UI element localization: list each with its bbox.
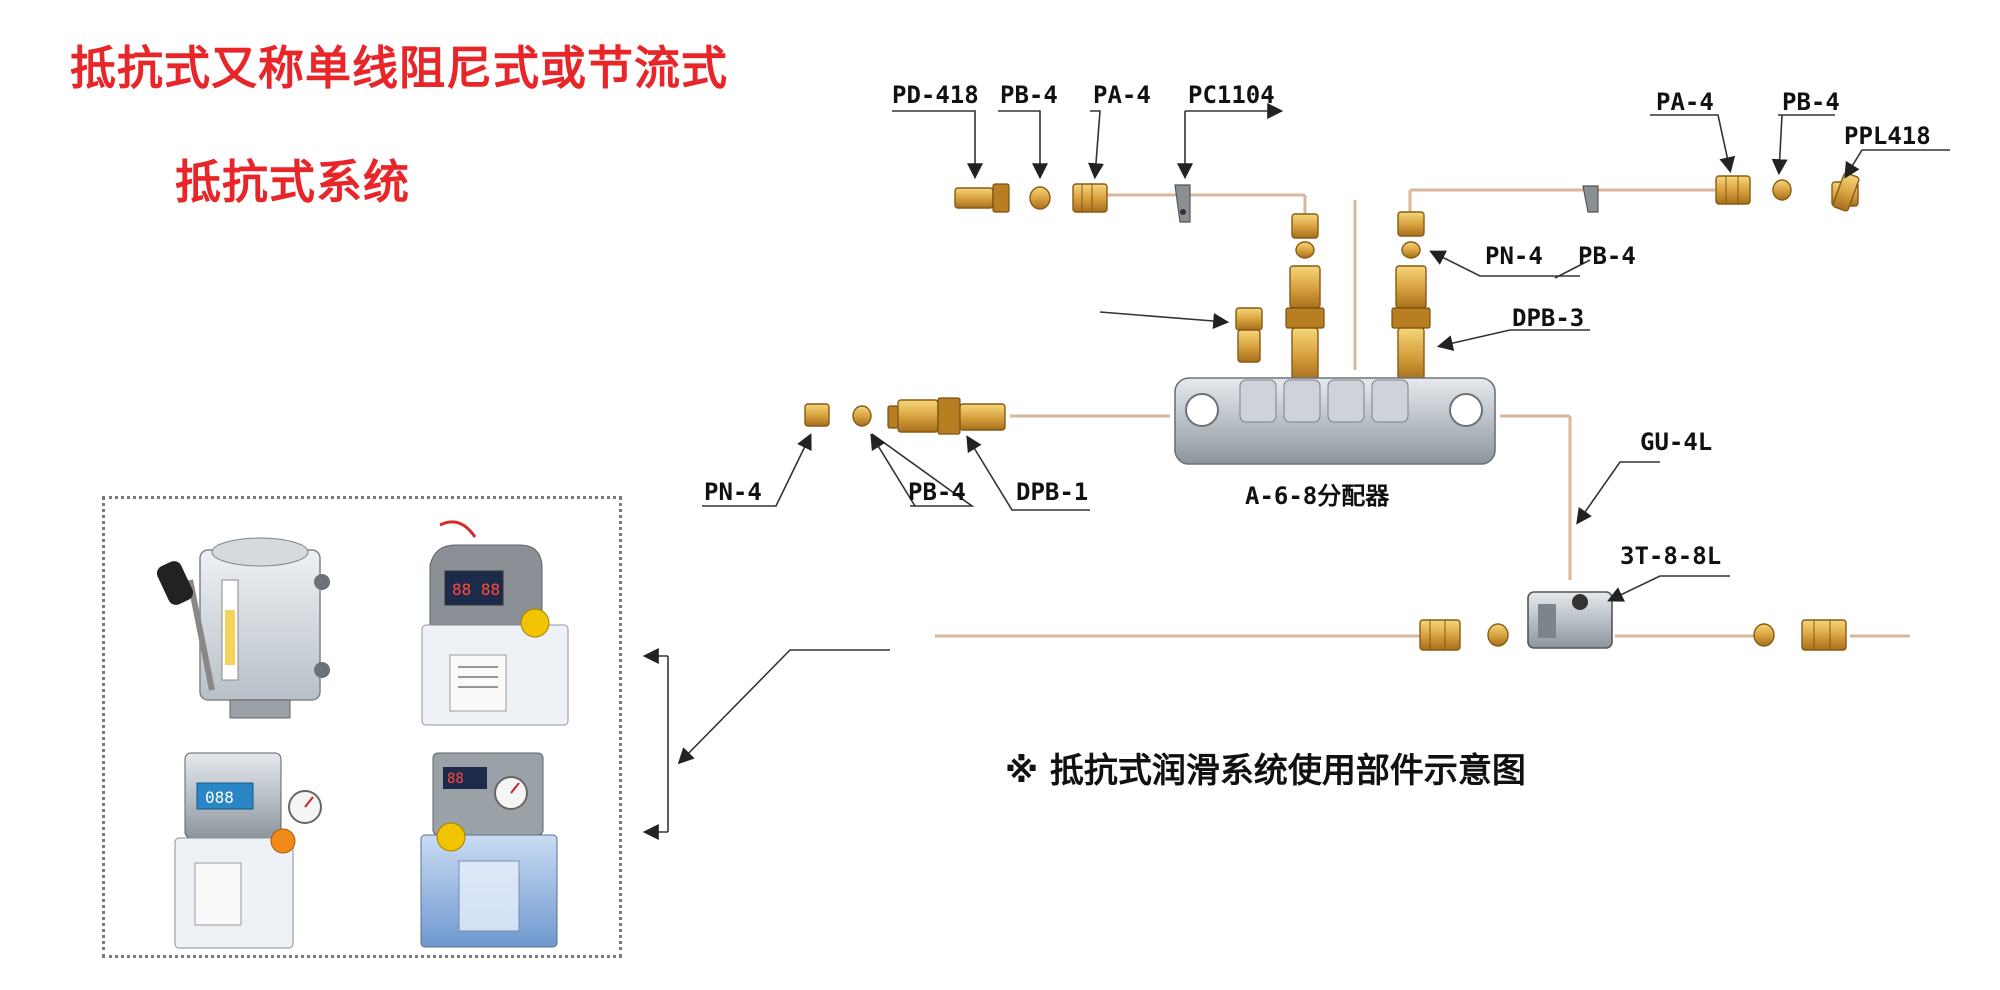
- pb-4-sleeve-top: [1029, 186, 1051, 210]
- label-pa-4-right: PA-4: [1656, 88, 1714, 116]
- label-pb-4-top: PB-4: [1000, 81, 1058, 109]
- dpb-1-valve: [887, 397, 1006, 435]
- pa-4-nut-right: [1715, 175, 1751, 205]
- label-ppl418: PPL418: [1844, 122, 1931, 150]
- sub-title: 抵抗式系统: [175, 155, 410, 209]
- pa-nut-tee-left: [1419, 619, 1461, 651]
- svg-text:88: 88: [447, 771, 464, 787]
- pb-sleeve-tee-left: [1487, 623, 1509, 647]
- diagram-caption: ※ 抵抗式润滑系统使用部件示意图: [1005, 751, 1526, 791]
- gu-clip-right: [1582, 185, 1599, 213]
- pd-418-fitting: [954, 183, 1010, 213]
- svg-text:88 88: 88 88: [452, 580, 500, 599]
- pb-sleeve-tee-right: [1753, 623, 1775, 647]
- label-gu-4l: GU-4L: [1640, 428, 1712, 456]
- label-pn-4-left: PN-4: [704, 478, 762, 506]
- main-title: 抵抗式又称单线阻尼式或节流式: [70, 41, 728, 95]
- lubrication-pump-icon: [156, 537, 330, 719]
- pb-4-sleeve-right: [1772, 179, 1792, 201]
- lubrication-pump-icon: 088: [174, 752, 322, 949]
- label-dpb-3: DPB-3: [1512, 304, 1584, 332]
- label-3t-8-8l: 3T-8-8L: [1620, 542, 1721, 570]
- label-distributor: A-6-8分配器: [1245, 482, 1390, 510]
- label-pb-4-mid: PB-4: [1578, 242, 1636, 270]
- lubrication-pump-icon: 88: [420, 752, 558, 948]
- pc1104-clip: [1174, 184, 1191, 223]
- label-pn-4-mid: PN-4: [1485, 242, 1543, 270]
- svg-text:088: 088: [205, 788, 234, 807]
- label-dpb-1: DPB-1: [1016, 478, 1088, 506]
- pn-4-nut-left: [804, 403, 830, 427]
- pa-nut-tee-right: [1801, 619, 1847, 651]
- label-pd-418: PD-418: [892, 81, 979, 109]
- distributor-block-icon: [1174, 377, 1496, 465]
- label-pa-4-top: PA-4: [1093, 81, 1151, 109]
- label-pb-4-left: PB-4: [908, 478, 966, 506]
- label-pc1104: PC1104: [1188, 81, 1275, 109]
- right-vertical-fitting: [1391, 211, 1431, 381]
- lubrication-pump-icon: 88 88: [421, 520, 569, 726]
- pa-4-nut-top: [1072, 183, 1108, 213]
- pump-group-box: [102, 496, 622, 958]
- pipes: [935, 188, 1910, 638]
- pb-4-sleeve-left: [852, 405, 872, 427]
- ppl418-elbow: [1831, 172, 1860, 212]
- spare-plug-fitting: [1235, 307, 1263, 363]
- leader-lines: [642, 103, 1950, 840]
- left-vertical-fitting: [1285, 213, 1325, 381]
- part-labels: PD-418 PB-4 PA-4 PC1104 PA-4 PB-4 PPL418…: [704, 81, 1931, 791]
- tee-connector-icon: [1527, 591, 1613, 649]
- label-pb-4-right: PB-4: [1782, 88, 1840, 116]
